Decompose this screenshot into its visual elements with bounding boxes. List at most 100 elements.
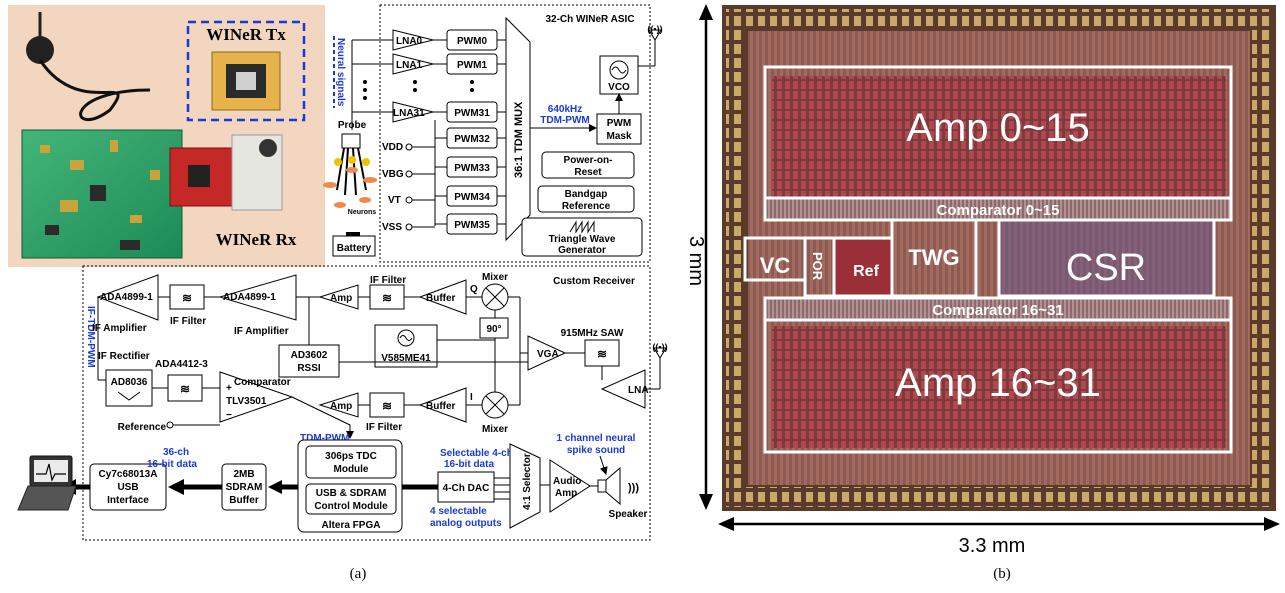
if-amplifier-label-1: IF Amplifier bbox=[92, 323, 147, 334]
vga-label: VGA bbox=[537, 349, 559, 360]
usb-label-1: Cy7c68013A bbox=[99, 469, 158, 480]
usb-sdram-label-1: USB & SDRAM bbox=[316, 488, 387, 499]
caption-a: (a) bbox=[350, 566, 367, 582]
amp-16-31-label: Amp 16~31 bbox=[895, 361, 1101, 405]
die-photo: Amp 0~15 Comparator 0~15 VC POR Ref TWG … bbox=[685, 4, 1280, 557]
if-tdm-pwm-label: IF-TDM-PWM bbox=[85, 306, 96, 368]
audio-amp-label-1: Audio bbox=[553, 476, 581, 487]
mixer-top-label: Mixer bbox=[482, 272, 508, 283]
vco-wave-icon bbox=[611, 66, 627, 74]
receiver-diagram: Custom Receiver IF-TDM-PWM ADA4899-1 IF … bbox=[17, 265, 668, 541]
filter-wave-icon: ≋ bbox=[180, 382, 190, 396]
bandgap-label-2: Reference bbox=[562, 201, 611, 212]
rx-antenna-icon bbox=[653, 347, 667, 359]
vdd-label: VDD bbox=[382, 142, 403, 153]
dac-label: 4-Ch DAC bbox=[443, 483, 490, 494]
neural-sound-label-2: spike sound bbox=[567, 445, 625, 456]
wiener-photo: WINeR Tx WINeR Rx bbox=[8, 5, 325, 267]
asic-boundary bbox=[379, 4, 651, 263]
saw-label: 915MHz SAW bbox=[561, 328, 624, 339]
pwm32-label: PWM32 bbox=[454, 134, 490, 145]
neural-sound-pointer bbox=[599, 455, 608, 475]
amp-bottom-label: Amp bbox=[330, 401, 352, 412]
if-rectifier-label: IF Rectifier bbox=[98, 351, 150, 362]
rssi-label-2: RSSI bbox=[297, 363, 321, 374]
pwm34-label: PWM34 bbox=[454, 192, 490, 203]
filter-wave-icon: ≋ bbox=[597, 347, 607, 361]
lna31-amplifier bbox=[392, 101, 434, 123]
rssi-label-1: AD3602 bbox=[291, 350, 328, 361]
tx-antenna-icon bbox=[648, 29, 662, 41]
lna0-label: LNA0 bbox=[396, 36, 423, 47]
neural-sound-label-1: 1 channel neural bbox=[557, 433, 636, 444]
if-amplifier-label-2: IF Amplifier bbox=[234, 326, 289, 337]
width-arrow-left bbox=[718, 517, 734, 531]
tdm-pwm-rx-label: TDM-PWM bbox=[300, 433, 349, 444]
if-filter-label-1: IF Filter bbox=[170, 316, 206, 327]
antenna-base bbox=[26, 36, 54, 64]
filter-wave-icon: ≋ bbox=[382, 291, 392, 305]
analog-out-label-2: analog outputs bbox=[430, 518, 502, 529]
audio-amp-label-2: Amp bbox=[555, 488, 577, 499]
ad8036-label: AD8036 bbox=[111, 377, 148, 388]
top-bond-pads bbox=[726, 9, 1272, 29]
lna31-label: LNA31 bbox=[393, 108, 425, 119]
asic-title: 32-Ch WINeR ASIC bbox=[545, 14, 634, 25]
height-label: 3 mm bbox=[685, 236, 707, 286]
height-arrow-bottom bbox=[699, 494, 713, 510]
vt-label: VT bbox=[388, 195, 401, 206]
data36-label-2: 16-bit data bbox=[147, 459, 197, 470]
bandgap-label-1: Bandgap bbox=[565, 189, 608, 200]
battery-terminal bbox=[346, 232, 360, 236]
comparator-array-bottom bbox=[765, 298, 1231, 320]
tdc-label-1: 306ps TDC bbox=[325, 451, 377, 462]
right-bond-pads bbox=[1252, 9, 1272, 507]
die-block-outlines bbox=[743, 65, 1233, 454]
mux-label: 36:1 TDM MUX bbox=[513, 101, 525, 178]
por-block bbox=[541, 151, 635, 179]
comparator-array-top bbox=[765, 198, 1231, 220]
probe-illustration bbox=[323, 133, 377, 208]
speaker-label: Speaker bbox=[609, 509, 648, 520]
ellipsis-dot bbox=[413, 88, 417, 92]
lna1-amplifier bbox=[392, 53, 434, 75]
pwm-blocks: PWM0 PWM1 PWM31 PWM32 PWM33 PWM34 PWM35 bbox=[446, 29, 498, 235]
ref-region bbox=[834, 240, 892, 296]
pwm35-label: PWM35 bbox=[454, 220, 490, 231]
analog-out-label-1: 4 selectable bbox=[430, 506, 487, 517]
usb-sdram-label-2: Control Module bbox=[314, 501, 388, 512]
amp-array-bottom bbox=[772, 326, 1226, 448]
laptop-icon bbox=[17, 455, 77, 511]
vco-label: VCO bbox=[608, 82, 630, 93]
freq-label: 640kHz bbox=[548, 104, 582, 115]
reference-terminal bbox=[166, 421, 174, 429]
vss-terminal bbox=[405, 223, 413, 231]
oscillator-wave-icon bbox=[399, 335, 413, 341]
ellipsis-dot bbox=[363, 96, 367, 100]
lna1-label: LNA1 bbox=[396, 60, 423, 71]
sdram-label-1: 2MB bbox=[233, 469, 254, 480]
rectifier-diode-icon bbox=[117, 391, 141, 401]
height-arrow-top bbox=[699, 4, 713, 20]
vbg-label: VBG bbox=[382, 169, 404, 180]
fpga-chip bbox=[188, 165, 210, 187]
vdd-terminal bbox=[405, 143, 413, 151]
tdm-mux bbox=[505, 16, 531, 242]
tlv3501-label: TLV3501 bbox=[226, 396, 267, 407]
selector-label: 4:1 Selector bbox=[522, 453, 533, 510]
audio-amplifier bbox=[549, 459, 591, 513]
oscillator-label: V585ME41 bbox=[381, 353, 431, 364]
comparator-0-15-label: Comparator 0~15 bbox=[937, 202, 1060, 219]
speaker-coil bbox=[597, 479, 607, 493]
vbg-terminal bbox=[405, 170, 413, 178]
tx-highlight-box bbox=[186, 20, 306, 122]
comparator-minus: − bbox=[226, 410, 232, 421]
tx-label: WINeR Tx bbox=[206, 25, 286, 44]
if-filter-bottom-label: IF Filter bbox=[366, 422, 402, 433]
pcb-chips bbox=[45, 185, 140, 250]
width-arrow-right bbox=[1264, 517, 1280, 531]
ada4899-label-2: ADA4899-1 bbox=[223, 292, 276, 303]
tlv3501-comparator bbox=[219, 371, 294, 423]
left-bond-pads bbox=[726, 9, 746, 507]
